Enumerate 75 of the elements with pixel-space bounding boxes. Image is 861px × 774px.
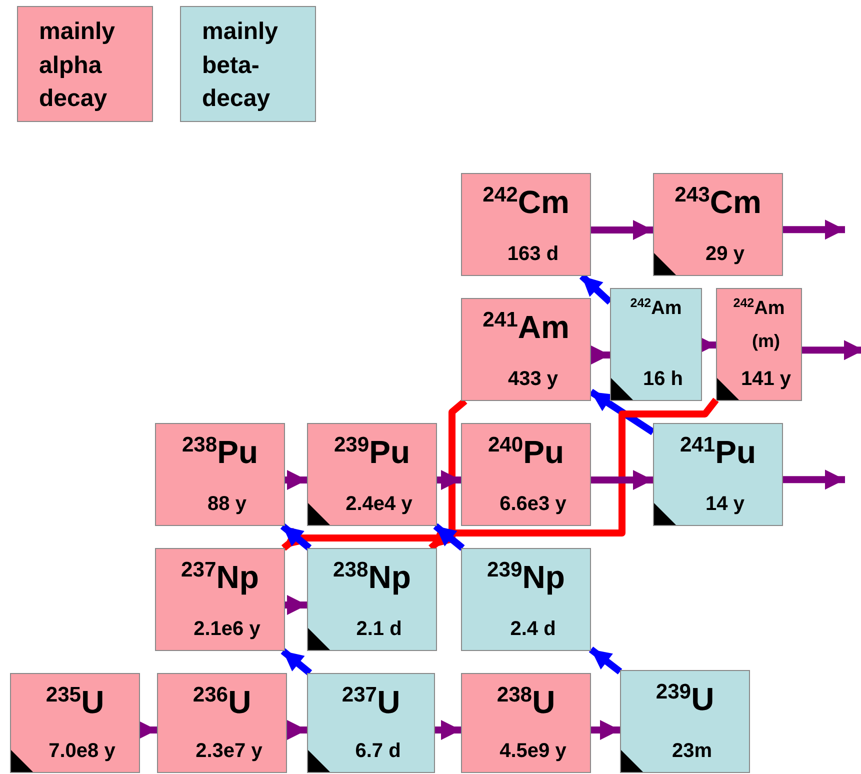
nuclide-box	[610, 288, 702, 401]
arrow	[783, 470, 845, 490]
nuclide-box	[461, 673, 591, 773]
nuclide-box	[461, 173, 591, 276]
nuclide-box	[307, 548, 437, 651]
half-life: 29 y	[704, 243, 746, 266]
nuclide-box	[10, 673, 140, 773]
nuclide-box	[653, 173, 783, 276]
nuclide-box	[461, 548, 591, 651]
half-life: 163 d	[506, 243, 560, 266]
arrow	[591, 220, 653, 240]
half-life: 2.1e6 y	[192, 618, 262, 641]
arrow	[588, 646, 622, 674]
nuclide-symbol: $^{236}$U	[192, 686, 252, 718]
arrow	[280, 648, 312, 676]
nuclide-box	[653, 423, 783, 526]
half-life: 2.4e4 y	[344, 493, 414, 516]
half-life: 2.4 d	[509, 618, 557, 641]
arrow	[433, 523, 465, 551]
nuclide-symbol: $^{238}$Np	[332, 561, 412, 593]
nuclide-symbol: $^{242}$Cm	[482, 186, 570, 218]
nuclide-symbol: $^{237}$Np	[180, 561, 260, 593]
half-life: 433 y	[506, 368, 560, 391]
nuclide-box	[155, 423, 285, 526]
arrow	[579, 273, 612, 305]
half-life: 141 y	[740, 368, 792, 391]
half-life: 7.0e8 y	[48, 740, 116, 763]
half-life: 2.1 d	[355, 618, 403, 641]
arrow	[802, 340, 861, 360]
arrow	[285, 470, 307, 490]
isomer-label: (m)	[751, 331, 781, 352]
half-life: 6.6e3 y	[498, 493, 568, 516]
nuclide-symbol: $^{239}$Np	[486, 561, 566, 593]
half-life: 4.5e9 y	[498, 740, 568, 763]
arrow	[783, 220, 845, 240]
half-life: 6.7 d	[354, 740, 402, 763]
nuclide-symbol: $^{238}$Pu	[180, 436, 260, 468]
arrow	[591, 470, 653, 490]
half-life: 88 y	[206, 493, 248, 516]
nuclide-symbol: $^{240}$Pu	[486, 436, 566, 468]
half-life: 2.3e7 y	[194, 740, 264, 763]
arrow	[589, 388, 655, 436]
nuclide-box	[716, 288, 802, 401]
nuclide-symbol: $^{242}$Am	[629, 299, 683, 318]
nuclide-box	[620, 670, 750, 773]
nuclide-box	[157, 673, 287, 773]
arrow	[281, 398, 468, 551]
nuclide-symbol: $^{239}$U	[654, 683, 716, 715]
nuclide-symbol: $^{241}$Am	[482, 311, 570, 343]
nuclide-box	[155, 548, 285, 651]
arrow	[285, 595, 307, 615]
arrow	[428, 398, 719, 551]
nuclide-symbol: $^{237}$U	[340, 686, 402, 718]
nuclide-symbol: $^{243}$Cm	[674, 186, 762, 218]
half-life: 16 h	[642, 368, 684, 391]
arrow	[287, 720, 307, 740]
arrow	[280, 523, 312, 551]
nuclide-box	[461, 298, 591, 401]
nuclide-symbol: $^{242}$Am	[732, 299, 786, 318]
nuclide-symbol: $^{238}$U	[496, 686, 556, 718]
half-life: 23m	[670, 740, 714, 763]
nuclide-symbol: $^{239}$Pu	[332, 436, 412, 468]
nuclide-box	[307, 673, 435, 773]
half-life: 14 y	[704, 493, 746, 516]
nuclide-box	[461, 423, 591, 526]
nuclide-symbol: $^{241}$Pu	[678, 436, 758, 468]
nuclide-symbol: $^{235}$U	[44, 686, 106, 718]
arrow	[590, 345, 610, 365]
arrow	[435, 720, 461, 740]
legend-text: mainly alpha decay	[39, 17, 116, 114]
arrow	[437, 470, 461, 490]
nuclide-box	[307, 423, 437, 526]
arrow	[591, 720, 620, 740]
legend-text: mainly beta-decay	[202, 17, 280, 114]
arrow	[137, 720, 157, 740]
